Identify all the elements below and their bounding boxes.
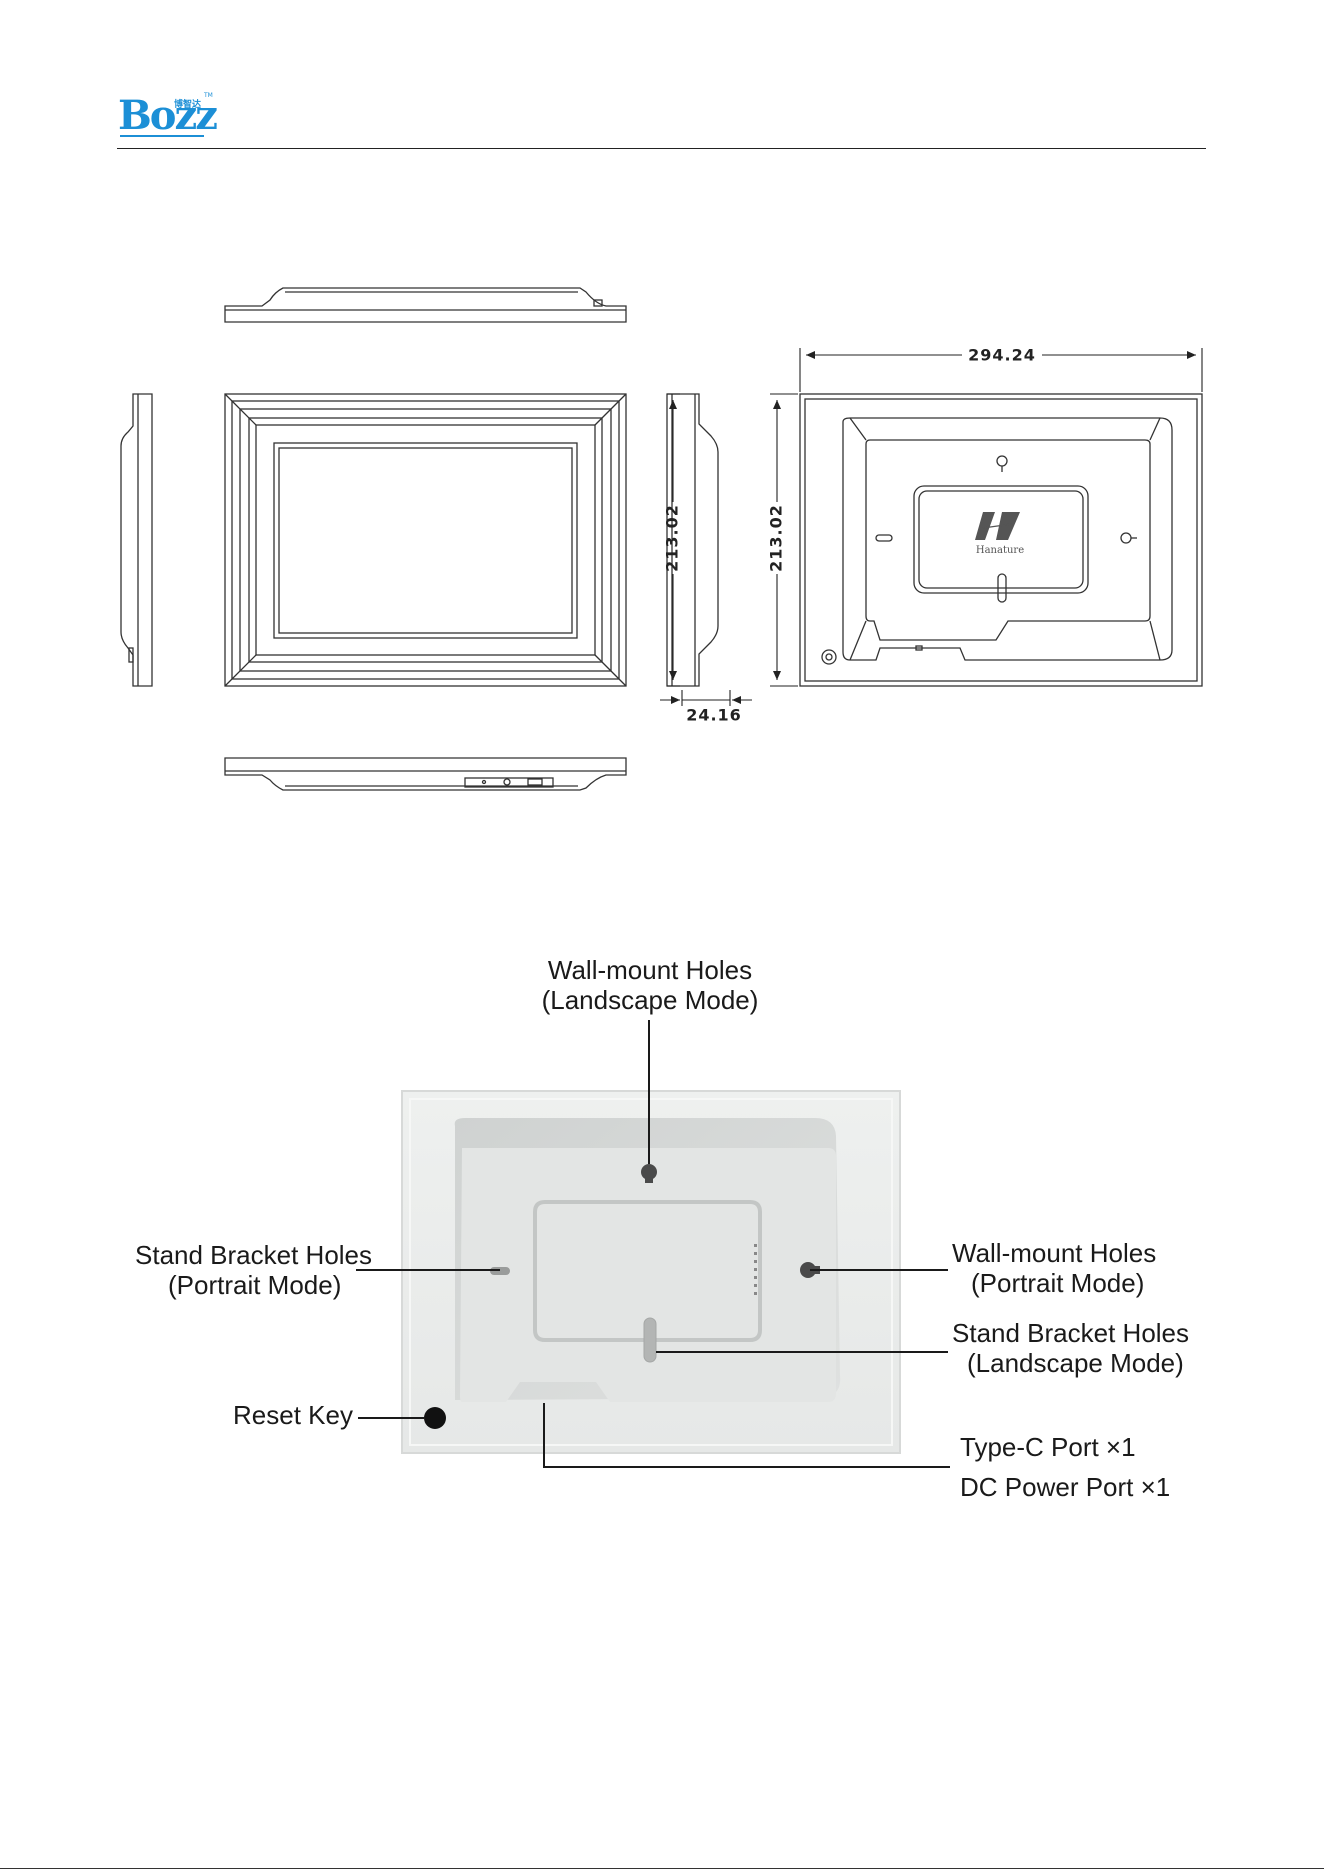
callout-wall-mount-landscape: Wall-mount Holes (Landscape Mode) [520, 955, 780, 1015]
callout-stand-bracket-landscape: Stand Bracket Holes (Landscape Mode) [952, 1318, 1189, 1378]
callout-type-c-port: Type-C Port ×1 [960, 1432, 1136, 1462]
callout-stand-bracket-portrait: Stand Bracket Holes (Portrait Mode) [135, 1240, 372, 1300]
callout-reset-key: Reset Key [233, 1400, 353, 1430]
callout-dc-power-port: DC Power Port ×1 [960, 1472, 1170, 1502]
leader-ports [544, 1403, 950, 1467]
footer-divider [0, 1868, 1324, 1869]
callout-wall-mount-portrait: Wall-mount Holes (Portrait Mode) [952, 1238, 1156, 1298]
